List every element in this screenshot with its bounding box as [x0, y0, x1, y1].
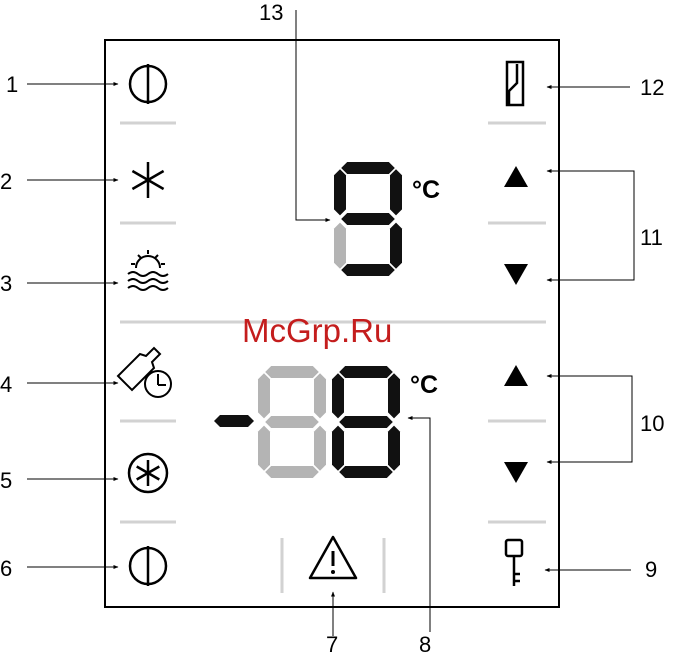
callout-5: 5 [0, 468, 12, 493]
freezer-digit-1-segment-c [314, 426, 326, 471]
freezer-digit-2-segment-d [339, 466, 393, 478]
freezer-digit-1-segment-e [258, 426, 270, 471]
holiday-sun-icon[interactable] [128, 250, 168, 290]
power-icon-fridge[interactable] [130, 64, 166, 104]
snowflake-icon[interactable] [132, 162, 163, 198]
freezer-digit-2-segment-f [332, 373, 344, 418]
freezer-digit-1-segment-d [265, 466, 319, 478]
callout-4: 4 [0, 372, 12, 397]
freezer-digit-1-segment-g [265, 416, 319, 428]
callout-12: 12 [640, 75, 664, 100]
callout-11: 11 [640, 225, 663, 250]
watermark-text: McGrp.Ru [242, 312, 392, 349]
bottle-timer-icon[interactable] [118, 348, 171, 397]
fridge-temperature-display [334, 162, 402, 276]
fridge-digit-segment-f [334, 169, 346, 215]
door-open-icon [507, 62, 523, 105]
freezer-temp-up-button[interactable] [504, 365, 528, 386]
callout-9: 9 [645, 557, 657, 582]
callout-8: 8 [419, 632, 431, 655]
freezer-temperature-display [214, 366, 400, 478]
warning-alarm-icon [310, 537, 356, 578]
separators [120, 123, 546, 593]
callout-7: 7 [326, 632, 338, 655]
fridge-temp-down-button[interactable] [504, 264, 528, 285]
freezer-minus-segment [214, 415, 254, 427]
freezer-digit-2-segment-b [388, 373, 400, 418]
key-lock-icon[interactable] [506, 540, 522, 586]
fridge-digit-segment-c [390, 223, 402, 269]
power-icon-freezer[interactable] [130, 546, 166, 586]
fridge-temp-unit: °C [412, 176, 440, 204]
freezer-digit-1-segment-f [258, 373, 270, 418]
callout-6: 6 [0, 556, 12, 581]
fridge-temp-up-button[interactable] [504, 166, 528, 187]
freezer-digit-2-segment-e [332, 426, 344, 471]
callout-2: 2 [0, 169, 12, 194]
fridge-digit-segment-d [341, 264, 395, 276]
callout-13: 13 [259, 0, 283, 25]
callout-1: 1 [6, 72, 18, 97]
freezer-temp-unit: °C [410, 371, 438, 399]
freezer-temp-down-button[interactable] [504, 462, 528, 483]
superfrost-icon[interactable] [129, 454, 167, 492]
fridge-digit-segment-g [341, 213, 395, 225]
freezer-digit-2-segment-c [388, 426, 400, 471]
fridge-digit-segment-a [341, 162, 395, 174]
freezer-digit-1-segment-a [265, 366, 319, 378]
freezer-digit-2-segment-a [339, 366, 393, 378]
callout-3: 3 [0, 271, 12, 296]
freezer-digit-2-segment-g [339, 416, 393, 428]
freezer-digit-1-segment-b [314, 373, 326, 418]
fridge-digit-segment-e [334, 223, 346, 269]
fridge-digit-segment-b [390, 169, 402, 215]
callout-10: 10 [640, 411, 664, 436]
